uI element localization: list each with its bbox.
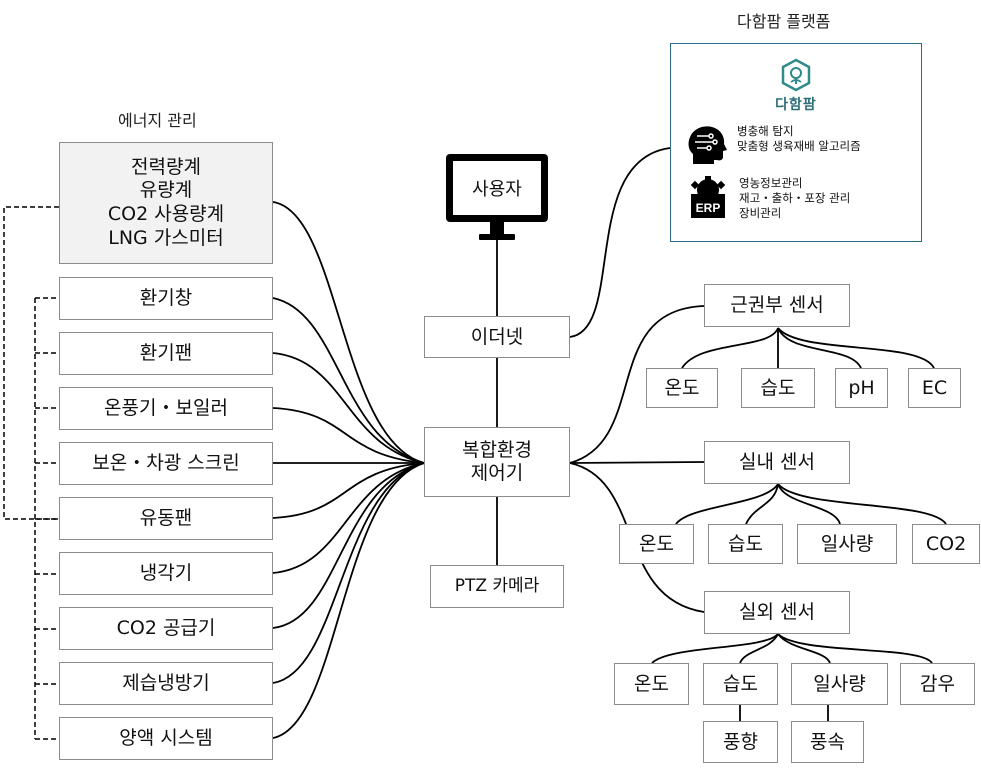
indoor-sensor-temp: 온도: [619, 524, 694, 564]
root-sensor-ec: EC: [908, 368, 961, 408]
wire-device-3: [272, 407, 425, 464]
dashed-bracket-energy: [3, 206, 59, 520]
ethernet-box: 이더넷: [424, 316, 570, 358]
controller-line-2: 제어기: [470, 462, 524, 484]
user-monitor-icon: 사용자: [446, 154, 548, 244]
device-box-7: CO2 공급기: [59, 607, 273, 650]
wire-device-7: [272, 462, 425, 629]
wire-device-2: [272, 352, 425, 464]
wire-ethernet-platform: [569, 147, 671, 338]
outdoor-sensor-humidity: 습도: [703, 663, 778, 705]
platform-brand: 다함팜: [775, 97, 817, 113]
outdoor-sensor-temp: 온도: [614, 663, 689, 705]
indoor-sensor-box: 실내 센서: [704, 441, 850, 484]
indoor-sensor-humidity: 습도: [708, 524, 783, 564]
indoor-sensor-solar: 일사량: [797, 524, 897, 564]
platform-item-erp-line-1: 영농정보관리: [739, 176, 803, 190]
platform-panel: 다함팜 병충해 탐지 맞춤형 생육재배 알고리즘 ERP 영농정보관리: [670, 43, 922, 242]
platform-item-ai-line-2: 맞춤형 생육재배 알고리즘: [737, 138, 861, 153]
outdoor-sensor-wind-speed: 풍속: [791, 721, 864, 763]
root-sensor-humidity: 습도: [741, 368, 815, 408]
outdoor-sensor-box: 실외 센서: [704, 591, 850, 634]
platform-logo: 다함팜: [671, 58, 921, 114]
device-box-1: 환기창: [59, 277, 273, 320]
erp-badge-text: ERP: [696, 201, 721, 215]
outdoor-sensor-wind-direction: 풍향: [703, 721, 778, 763]
user-label: 사용자: [453, 161, 541, 215]
platform-item-erp-line-3: 장비관리: [739, 205, 782, 220]
wire-device-5: [272, 462, 425, 519]
root-sensor-temp: 온도: [646, 368, 718, 408]
device-box-5: 유동팬: [59, 497, 273, 540]
erp-gear-icon: ERP: [690, 176, 726, 218]
device-box-4: 보온・차광 스크린: [59, 442, 273, 485]
wire-energy: [272, 201, 425, 464]
energy-title: 에너지 관리: [118, 111, 197, 130]
controller-line-1: 복합환경: [462, 439, 532, 462]
platform-item-ai: 병충해 탐지 맞춤형 생육재배 알고리즘: [687, 124, 861, 166]
platform-item-ai-line-1: 병충해 탐지: [737, 124, 794, 138]
ptz-camera-box: PTZ 카메라: [430, 565, 564, 608]
energy-meters-box: 전력량계 유량계 CO2 사용량계 LNG 가스미터: [59, 142, 273, 264]
device-box-6: 냉각기: [59, 552, 273, 595]
root-sensor-ph: pH: [835, 368, 888, 408]
platform-title: 다함팜 플랫폼: [737, 12, 831, 31]
indoor-sensor-co2: CO2: [912, 524, 980, 564]
outdoor-sensor-rain: 감우: [900, 663, 975, 705]
wire-controller-indoor: [569, 461, 705, 464]
device-box-8: 제습냉방기: [59, 662, 273, 705]
energy-meter-1: 전력량계: [131, 155, 201, 178]
dahampam-logo-icon: [781, 58, 811, 92]
energy-meter-2: 유량계: [139, 179, 193, 202]
ai-head-icon: [688, 126, 727, 164]
wire-controller-root: [569, 305, 705, 464]
outdoor-sensor-solar: 일사량: [791, 663, 888, 705]
wire-device-8: [272, 462, 425, 684]
energy-meter-4: LNG 가스미터: [108, 226, 224, 249]
root-sensor-box: 근권부 센서: [704, 284, 850, 327]
device-box-3: 온풍기・보일러: [59, 387, 273, 430]
wire-device-9: [272, 462, 425, 739]
device-box-2: 환기팬: [59, 332, 273, 375]
device-box-9: 양액 시스템: [59, 717, 273, 760]
platform-item-erp: ERP 영농정보관리 재고・출하・포장 관리 장비관리: [687, 176, 850, 221]
platform-item-erp-line-2: 재고・출하・포장 관리: [739, 190, 851, 205]
energy-meter-3: CO2 사용량계: [107, 203, 225, 225]
controller-box: 복합환경 제어기: [424, 427, 570, 497]
wire-device-6: [272, 462, 425, 574]
wire-device-1: [272, 297, 425, 464]
